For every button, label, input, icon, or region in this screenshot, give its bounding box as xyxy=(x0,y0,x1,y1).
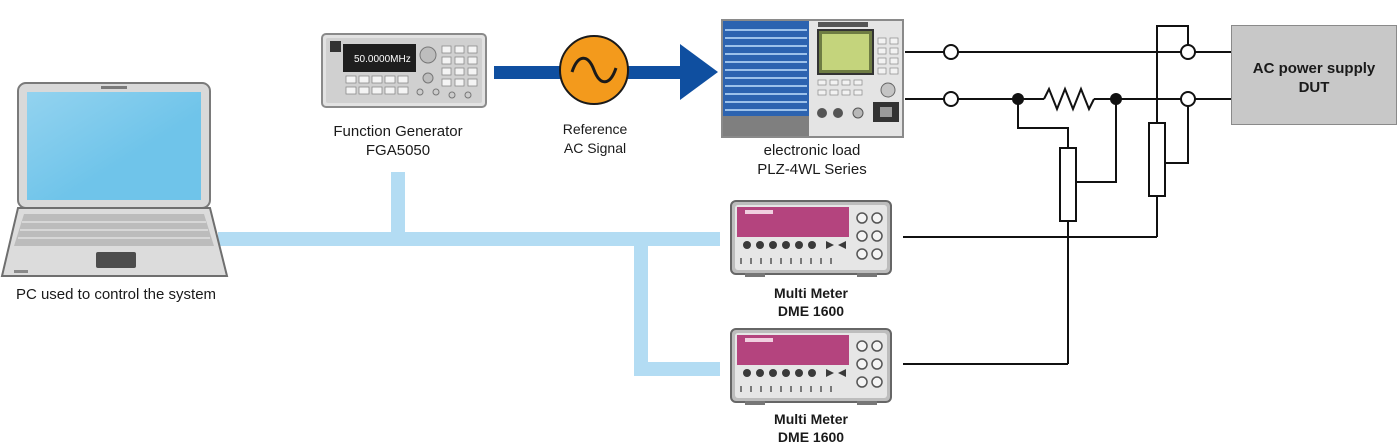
electronic-load-label: electronic load PLZ-4WL Series xyxy=(720,141,904,179)
fg-display-readout: 50.0000MHz xyxy=(354,54,411,65)
shunt-resistor-symbol xyxy=(1059,147,1077,222)
dut-label-line-1: AC power supply xyxy=(1252,60,1376,77)
load-label-line-2: PLZ-4WL Series xyxy=(757,161,867,178)
dut-label-line-2: DUT xyxy=(1298,79,1330,96)
pc-label: PC used to control the system xyxy=(0,285,232,304)
reference-signal-label: Reference AC Signal xyxy=(535,120,655,158)
electronic-load-icon xyxy=(721,19,904,138)
multimeter-2-label: Multi Meter DME 1600 xyxy=(740,410,882,446)
multimeter-2-icon xyxy=(730,328,892,405)
mm1-label-line-2: DME 1600 xyxy=(777,303,845,319)
pc-label-text: PC used to control the system xyxy=(15,286,217,303)
junction-dots xyxy=(1012,93,1122,105)
load-label-line-1: electronic load xyxy=(763,142,861,159)
mm2-label-line-1: Multi Meter xyxy=(774,411,848,427)
function-generator-icon: 50.0000MHz xyxy=(321,33,487,108)
multimeter-1-label: Multi Meter DME 1600 xyxy=(740,284,882,320)
multimeter-1-icon xyxy=(730,200,892,277)
function-generator-label: Function Generator FGA5050 xyxy=(308,122,488,160)
ref-label-line-1: Reference xyxy=(562,121,628,137)
sine-wave-icon xyxy=(559,35,629,105)
terminal-nodes xyxy=(943,44,1196,107)
control-bus xyxy=(218,172,720,376)
fg-label-line-1: Function Generator xyxy=(333,123,463,140)
ref-label-line-2: AC Signal xyxy=(563,140,627,156)
mm1-label-line-1: Multi Meter xyxy=(774,285,848,301)
ac-power-supply-dut-box: AC power supply DUT xyxy=(1231,25,1397,125)
mm2-label-line-2: DME 1600 xyxy=(777,429,845,445)
laptop-icon xyxy=(0,82,229,277)
circuit-wiring xyxy=(903,25,1231,365)
voltage-divider-symbol xyxy=(1148,122,1166,197)
dut-label: AC power supply DUT xyxy=(1232,26,1396,97)
fg-label-line-2: FGA5050 xyxy=(365,142,431,159)
